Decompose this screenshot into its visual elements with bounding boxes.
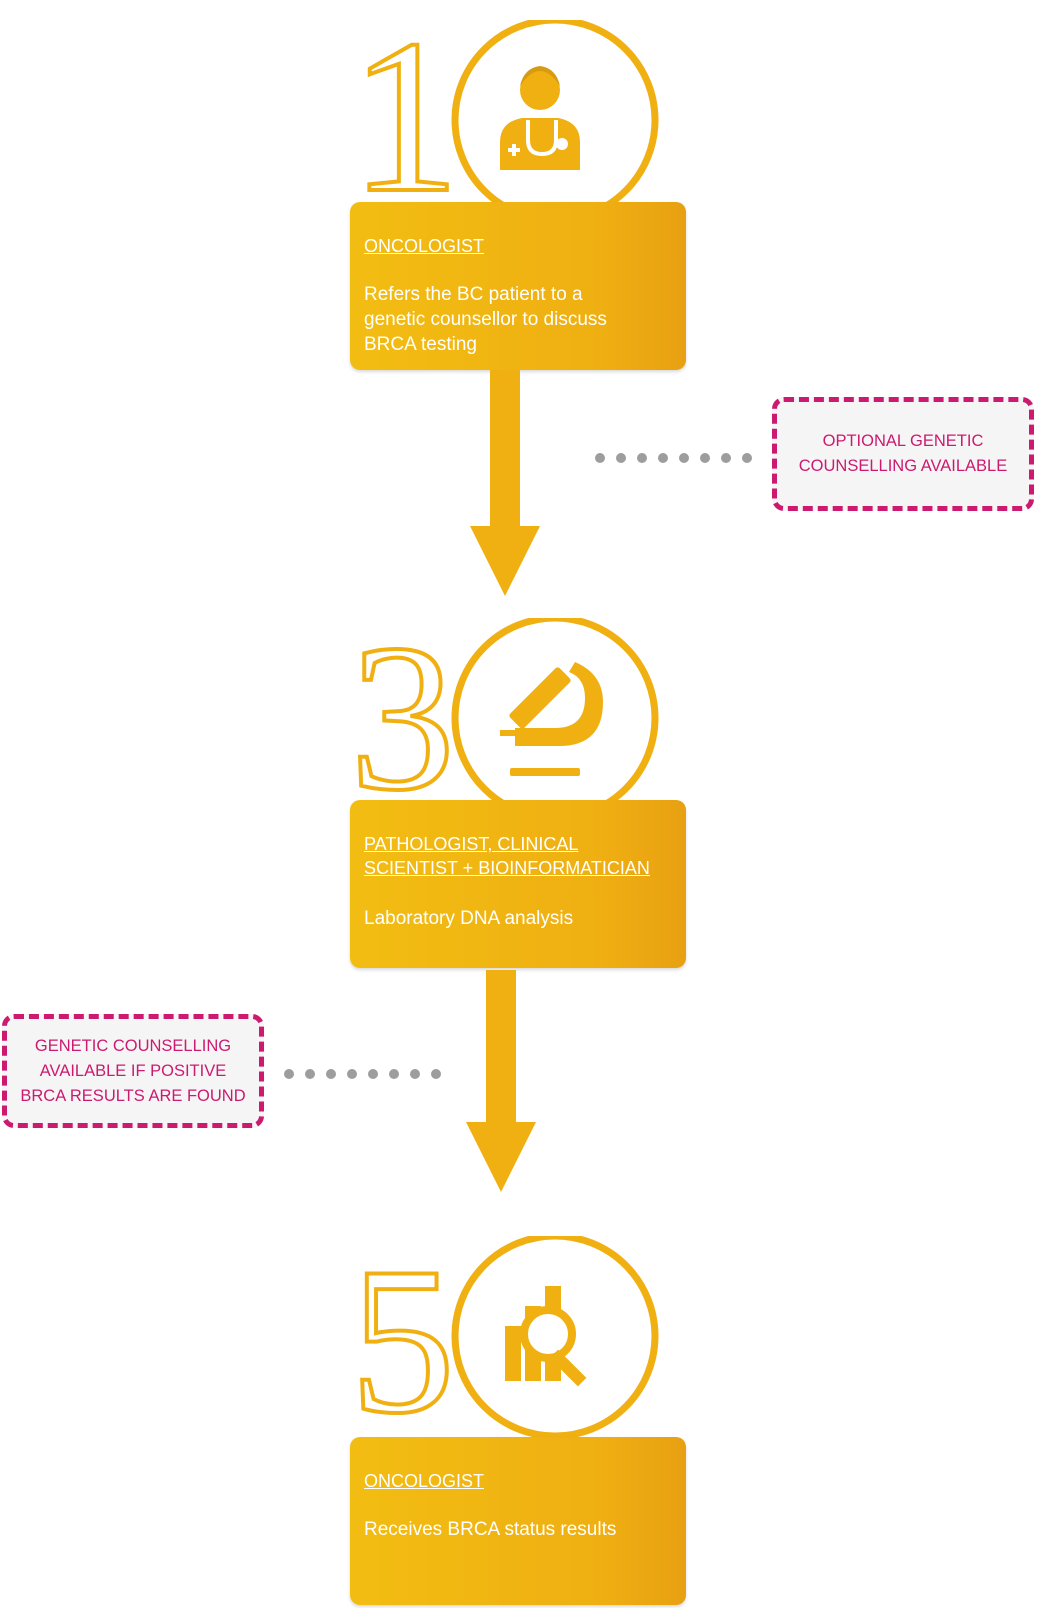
arrow-2: [466, 970, 536, 1192]
step-3-number: 3: [350, 618, 455, 834]
step-1-card: ONCOLOGIST Refers the BC patient to a ge…: [350, 202, 686, 370]
step-1-number-badge: 1: [350, 20, 659, 240]
connector-dots-2: [284, 1069, 441, 1079]
step-1-number: 1: [350, 20, 460, 238]
microscope-icon: [500, 662, 603, 776]
step-1-description: Refers the BC patient to a genetic couns…: [364, 284, 607, 355]
step-5-description: Receives BRCA status results: [364, 1519, 617, 1540]
step-5-number-badge: 5: [350, 1236, 659, 1459]
arrow-1: [470, 370, 540, 596]
step-3-description: Laboratory DNA analysis: [364, 908, 574, 929]
note-optional-counselling: OPTIONAL GENETIC COUNSELLING AVAILABLE: [772, 397, 1034, 511]
step-3-role: PATHOLOGIST, CLINICAL SCIENTIST + BIOINF…: [364, 834, 650, 878]
doctor-icon: [500, 66, 580, 170]
step-5-number: 5: [350, 1236, 455, 1457]
note-positive-results-counselling: GENETIC COUNSELLING AVAILABLE IF POSITIV…: [2, 1014, 264, 1128]
step-3-number-badge: 3: [350, 618, 659, 836]
step-5-card: ONCOLOGIST Receives BRCA status results: [350, 1437, 686, 1605]
step-3-card: PATHOLOGIST, CLINICAL SCIENTIST + BIOINF…: [350, 800, 686, 968]
step-1-role: ONCOLOGIST: [364, 236, 485, 256]
connector-dots-1: [595, 453, 752, 463]
step-5-role: ONCOLOGIST: [364, 1471, 485, 1491]
chart-search-icon: [505, 1286, 587, 1387]
